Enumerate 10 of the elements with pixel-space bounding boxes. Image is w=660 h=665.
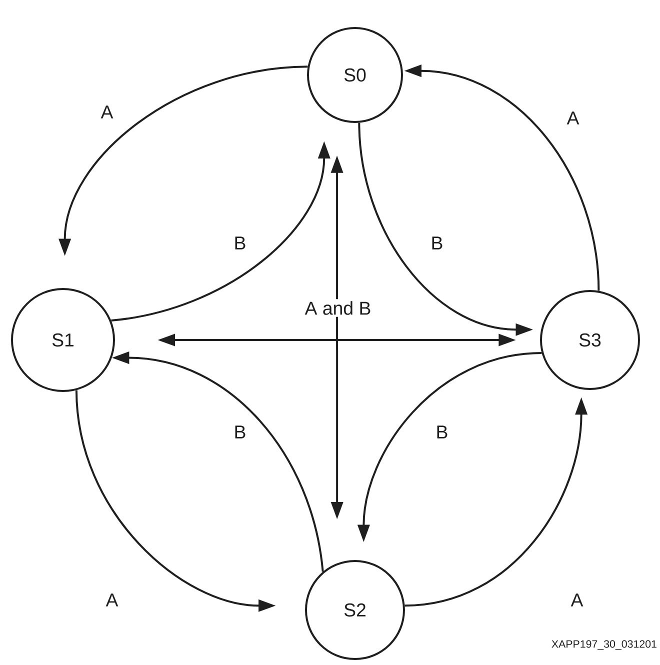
edge-label: B	[428, 234, 446, 252]
edge-label: A	[564, 110, 582, 126]
edge-label: B	[232, 234, 248, 252]
edge-label: A and B	[302, 299, 374, 317]
figure-number: XAPP197_30_031201	[552, 640, 656, 650]
edge-label: A	[568, 592, 586, 608]
edge-label: A	[98, 104, 116, 120]
edge-label: B	[434, 424, 450, 440]
edge-label: A	[104, 592, 120, 608]
edge-label: B	[232, 424, 248, 440]
